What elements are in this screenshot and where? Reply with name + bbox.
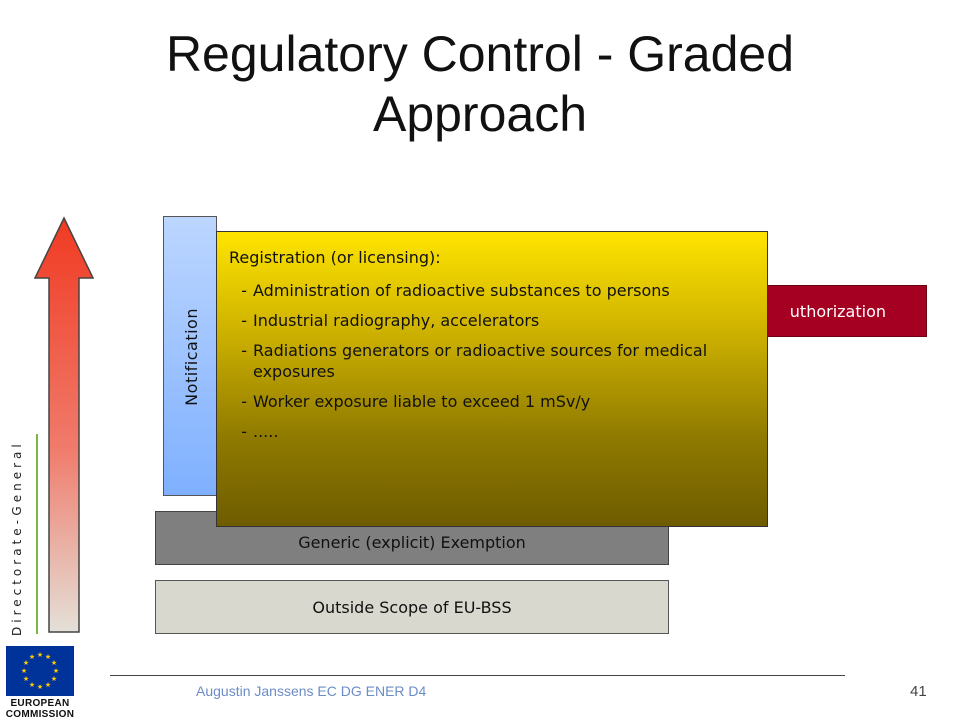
outside-scope-label: Outside Scope of EU-BSS	[312, 597, 512, 617]
list-item-text: Administration of radioactive substances…	[253, 281, 670, 300]
svg-text:★: ★	[37, 651, 43, 659]
eu-flag-icon: ★ ★ ★ ★ ★ ★ ★ ★ ★ ★ ★ ★	[6, 646, 74, 696]
list-item-text: Worker exposure liable to exceed 1 mSv/y	[253, 392, 591, 411]
svg-text:★: ★	[51, 659, 57, 667]
logo-text-line2: COMMISSION	[5, 709, 75, 720]
directorate-general-label: Directorate-General	[10, 440, 24, 636]
outside-scope-box: Outside Scope of EU-BSS	[155, 580, 669, 634]
list-bullet: -	[241, 422, 247, 441]
list-bullet: -	[241, 281, 247, 300]
list-bullet: -	[241, 311, 247, 330]
footer-author: Augustin Janssens EC DG ENER D4	[196, 683, 427, 699]
footer-divider	[110, 675, 845, 676]
list-item: - Administration of radioactive substanc…	[229, 280, 753, 301]
page-number: 41	[910, 683, 927, 700]
svg-text:★: ★	[51, 675, 57, 683]
svg-text:★: ★	[29, 681, 35, 689]
svg-text:★: ★	[45, 681, 51, 689]
svg-text:★: ★	[23, 675, 29, 683]
european-commission-logo: ★ ★ ★ ★ ★ ★ ★ ★ ★ ★ ★ ★ EUROPEAN COMMISS…	[0, 646, 80, 720]
logo-text: EUROPEAN COMMISSION	[0, 698, 80, 720]
list-bullet: -	[241, 341, 247, 360]
list-item-text: Radiations generators or radioactive sou…	[253, 341, 708, 381]
list-item: - Worker exposure liable to exceed 1 mSv…	[229, 391, 753, 412]
generic-exemption-label: Generic (explicit) Exemption	[298, 533, 526, 552]
list-item: - Industrial radiography, accelerators	[229, 310, 753, 331]
list-item: - Radiations generators or radioactive s…	[229, 340, 753, 382]
list-item: - .....	[229, 421, 753, 442]
svg-text:★: ★	[53, 667, 59, 675]
logo-text-line1: EUROPEAN	[10, 698, 70, 709]
sidebar-accent-line	[36, 434, 38, 634]
list-bullet: -	[241, 392, 247, 411]
registration-heading: Registration (or licensing):	[229, 248, 441, 267]
authorization-label: uthorization	[789, 301, 886, 321]
registration-box: Registration (or licensing): - Administr…	[216, 231, 768, 527]
svg-text:★: ★	[45, 653, 51, 661]
svg-text:★: ★	[21, 667, 27, 675]
svg-text:★: ★	[29, 653, 35, 661]
escalation-arrow-icon	[33, 216, 95, 633]
list-item-text: Industrial radiography, accelerators	[253, 311, 540, 330]
notification-label: Notification	[181, 308, 201, 406]
notification-box: Notification	[163, 216, 217, 496]
list-item-text: .....	[253, 422, 279, 441]
svg-text:★: ★	[37, 683, 43, 691]
slide-title: Regulatory Control - Graded Approach	[165, 26, 795, 142]
svg-text:★: ★	[23, 659, 29, 667]
